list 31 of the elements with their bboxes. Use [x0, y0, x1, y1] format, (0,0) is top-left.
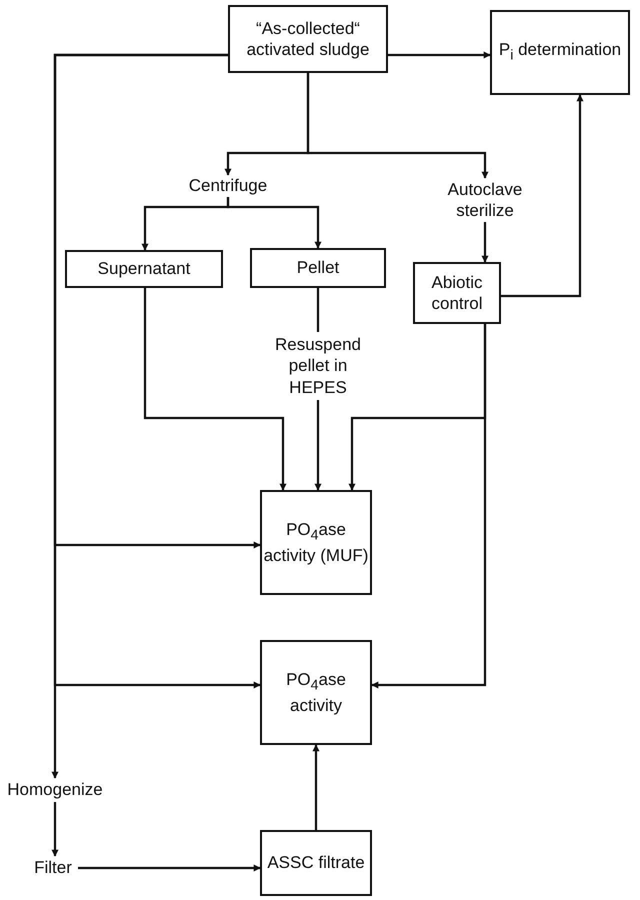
arrow — [306, 73, 488, 179]
arrow — [501, 94, 584, 298]
process-box — [260, 830, 372, 896]
box-label: Supernatant — [98, 258, 190, 280]
process-box — [490, 10, 630, 95]
box-label: Homogenize — [7, 779, 103, 801]
arrow — [371, 324, 486, 688]
box-label: PO$_{4}$ase activity — [285, 668, 347, 716]
arrow — [52, 54, 228, 779]
process-box — [260, 640, 372, 745]
box-label: Pellet — [296, 257, 340, 279]
box-label: Centrifuge — [188, 175, 268, 197]
box-label: P$_{i}$ determination — [498, 39, 622, 66]
process-box — [65, 250, 223, 288]
arrow — [52, 802, 58, 857]
box-label: Autoclave sterilize — [446, 178, 524, 222]
arrow — [312, 744, 320, 830]
arrow — [226, 197, 322, 249]
arrow — [482, 222, 488, 263]
arrow — [388, 52, 491, 58]
arrow — [78, 864, 261, 872]
box-label: “As-collected“ activated sludge — [246, 18, 370, 60]
process-box — [413, 262, 501, 324]
box-label: Filter — [34, 857, 72, 879]
arrow — [144, 288, 286, 491]
process-box — [260, 490, 372, 595]
process-box — [250, 248, 386, 288]
process-box — [228, 5, 388, 73]
box-label: ASSC filtrate — [267, 852, 365, 874]
box-label: Abiotic control — [430, 272, 484, 314]
box-label: PO$_{4}$ase activity (MUF) — [262, 518, 370, 566]
